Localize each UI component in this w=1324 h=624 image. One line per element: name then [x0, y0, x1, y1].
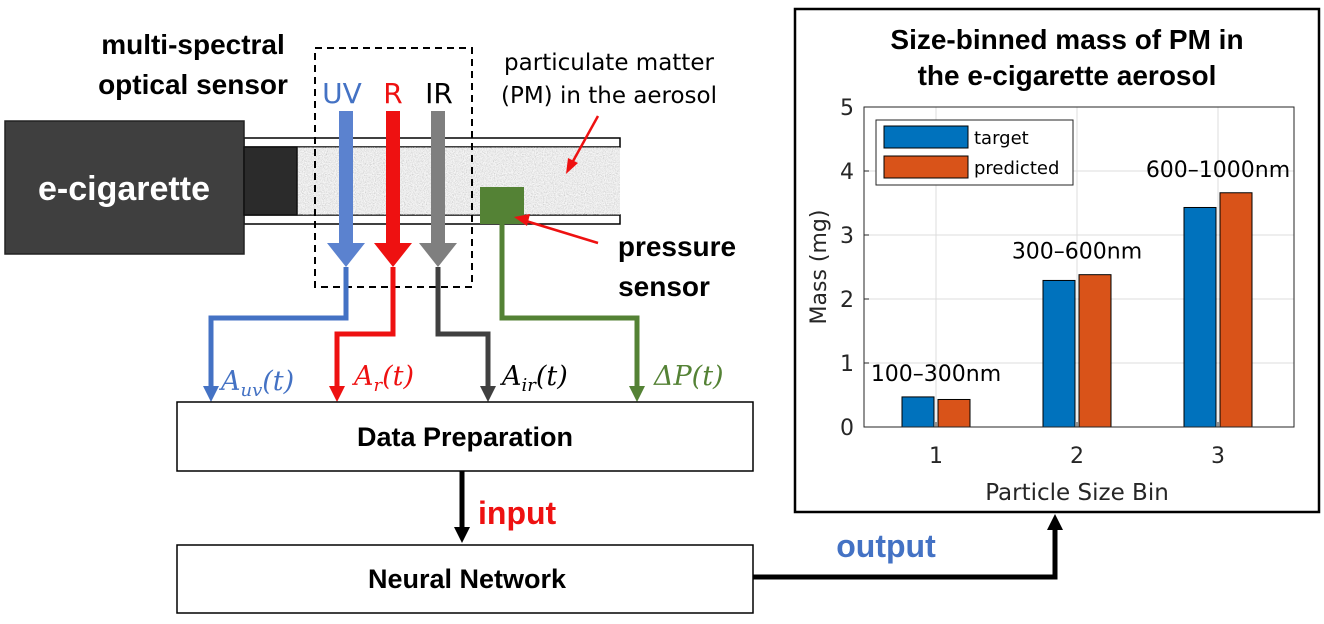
size-range-annotation: 300–600nm	[1012, 240, 1142, 265]
ytick-label: 4	[840, 160, 854, 185]
e-cigarette-label: e-cigarette	[38, 170, 210, 208]
ir-beam-arrow	[419, 111, 457, 267]
output-label: output	[836, 528, 936, 564]
neural-network-label: Neural Network	[368, 564, 567, 594]
ytick-label: 5	[840, 96, 854, 121]
chart-bars	[901, 192, 1253, 428]
neural-network-box	[176, 544, 754, 614]
output-arrow	[753, 514, 1063, 580]
legend-swatch-target	[883, 125, 969, 149]
legend-swatch-predicted	[883, 155, 969, 179]
pressure-label-line1: pressure	[618, 231, 736, 262]
pressure-pointer-arrow	[514, 214, 599, 245]
pressure-label-line2: sensor	[618, 271, 710, 302]
bar-target-1	[901, 396, 935, 428]
chart-xlabel: Particle Size Bin	[985, 480, 1169, 506]
chart-ticks: 0 1 2 3 4 5 1 2 3	[840, 96, 1225, 469]
bar-predicted-2	[1078, 274, 1112, 428]
size-range-annotation: 100–300nm	[871, 362, 1001, 387]
data-preparation-label: Data Preparation	[357, 422, 573, 452]
sensor-title-line2: optical sensor	[98, 69, 288, 100]
ytick-label: 0	[840, 416, 854, 441]
ir-signal-wire	[435, 267, 496, 402]
sensor-title-line1: multi-spectral	[101, 29, 285, 60]
signal-ir-label: Air(t)	[499, 361, 568, 396]
ytick-label: 1	[840, 352, 854, 377]
bar-predicted-3	[1219, 192, 1253, 428]
bar-target-2	[1042, 279, 1076, 428]
pressure-signal-wire	[499, 224, 645, 402]
bar-predicted-1	[937, 398, 971, 428]
xtick-label: 2	[1070, 444, 1084, 469]
channel-uv-label: UV	[322, 77, 362, 110]
signal-pressure-label: ΔP(t)	[653, 361, 724, 392]
size-range-annotation: 600–1000nm	[1146, 158, 1290, 183]
pm-label-line1: particulate matter	[504, 50, 714, 76]
signal-r-label: Ar(t)	[351, 361, 414, 396]
mouthpiece	[243, 146, 298, 216]
ytick-label: 2	[840, 288, 854, 313]
chart-ylabel: Mass (mg)	[807, 210, 832, 325]
pm-label-line2: (PM) in the aerosol	[501, 83, 717, 109]
chart-title-line1: Size-binned mass of PM in	[890, 24, 1243, 55]
uv-signal-wire	[203, 267, 349, 402]
channel-r-label: R	[383, 77, 402, 110]
input-label: input	[478, 495, 557, 531]
xtick-label: 1	[929, 444, 943, 469]
chart-axes-box	[863, 106, 1295, 428]
signal-uv-label: Auv(t)	[218, 366, 294, 401]
chart-annotations: 100–300nm 300–600nm 600–1000nm	[871, 158, 1290, 387]
input-arrow	[454, 471, 470, 543]
r-beam-arrow	[374, 111, 412, 267]
channel-ir-label: IR	[425, 77, 453, 110]
xtick-label: 3	[1211, 444, 1225, 469]
chart-legend: target predicted	[875, 119, 1074, 186]
legend-label-target: target	[974, 128, 1029, 149]
e-cigarette-device: e-cigarette	[4, 120, 298, 255]
ytick-label: 3	[840, 224, 854, 249]
pm-pointer-arrow	[566, 115, 600, 174]
chart-title-line2: the e-cigarette aerosol	[918, 60, 1217, 91]
legend-label-predicted: predicted	[974, 158, 1059, 179]
data-preparation-box	[176, 401, 754, 472]
r-signal-wire	[329, 267, 396, 402]
uv-beam-arrow	[327, 111, 365, 267]
bar-target-3	[1183, 206, 1217, 428]
